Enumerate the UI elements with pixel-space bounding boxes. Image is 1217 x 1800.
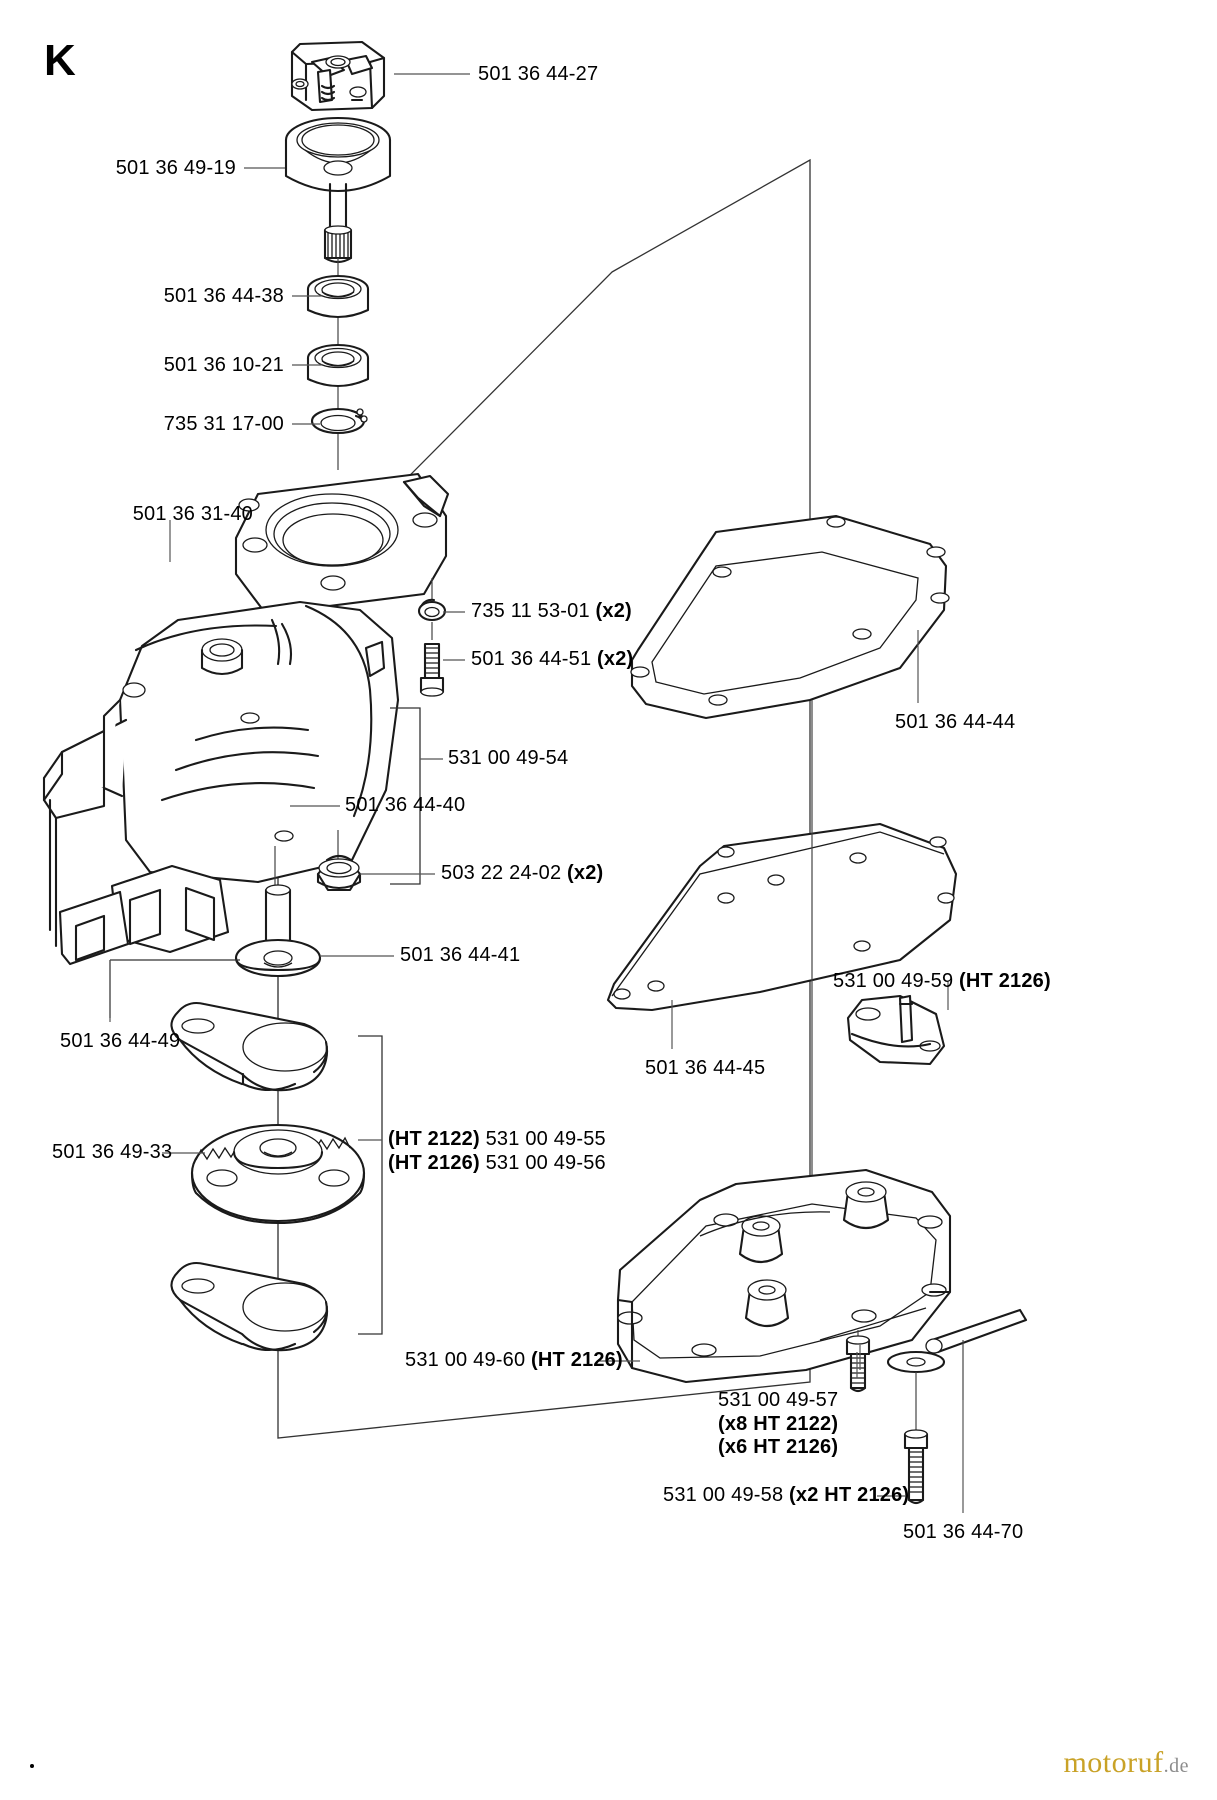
part-lever-arm-lower [170, 1261, 329, 1352]
part-number-label: 503 22 24-02 (x2) [441, 862, 603, 886]
part-variant-tag: (HT 2126) [388, 1151, 480, 1174]
assembly-bracket-gearset [358, 1035, 383, 1335]
part-number-label: 501 36 44-70 [903, 1521, 1023, 1545]
part-number: 501 36 49-33 [52, 1141, 173, 1163]
part-number: 501 36 44-27 [478, 63, 599, 85]
part-plate-middle [606, 822, 958, 1012]
part-number-label: 501 36 44-49 [60, 1030, 180, 1054]
part-number: 501 36 44-40 [345, 794, 466, 816]
part-number: 501 36 44-49 [60, 1030, 181, 1052]
part-number-label: 501 36 44-44 [895, 711, 1015, 735]
part-number-label: 501 36 44-27 [478, 63, 598, 87]
part-gasket-upper [630, 514, 950, 720]
part-variant-tag: (x8 HT 2122) [718, 1412, 839, 1435]
part-quantity: (x2) [591, 648, 634, 670]
part-number: 531 00 49-57 [718, 1389, 839, 1411]
part-screw-57 [845, 1330, 871, 1393]
part-number-label: 735 31 17-00 [164, 413, 284, 437]
part-number: 531 00 49-56 [479, 1151, 606, 1174]
assembly-bracket-531004954 [390, 707, 421, 885]
part-quantity: (HT 2126) [953, 970, 1051, 992]
part-number-label: 531 00 49-60 (HT 2126) [405, 1349, 623, 1373]
part-bearing-lower [306, 343, 370, 387]
part-number: 531 00 49-54 [448, 747, 569, 769]
part-pinion-splines [323, 225, 353, 264]
part-clutch-drum [284, 116, 392, 264]
part-number-label-multiline: 531 00 49-57(x8 HT 2122)(x6 HT 2126) [718, 1389, 838, 1460]
part-variant-tag: (HT 2122) [388, 1128, 480, 1150]
part-number-label-line: (x6 HT 2126) [718, 1436, 838, 1460]
part-flat-washer [234, 938, 322, 978]
section-letter: K [44, 36, 76, 85]
part-rod [925, 1308, 1028, 1354]
watermark: motoruf.de [1063, 1746, 1189, 1780]
part-number-label: 531 00 49-58 (x2 HT 2126) [663, 1484, 909, 1508]
corner-dot [30, 1764, 34, 1768]
part-number: 501 36 44-38 [163, 285, 284, 307]
part-number: 501 36 10-21 [163, 354, 284, 376]
part-quantity: (x2 HT 2126) [783, 1484, 910, 1506]
part-number: 501 36 49-19 [115, 157, 236, 179]
part-number-label: 531 00 49-59 (HT 2126) [833, 970, 1051, 994]
part-number: 501 36 44-41 [400, 944, 521, 966]
part-spring-washer [417, 578, 447, 622]
part-number-label-multiline: (HT 2122) 531 00 49-55(HT 2126) 531 00 4… [388, 1128, 606, 1175]
part-number-label-line: (HT 2126) 531 00 49-56 [388, 1152, 606, 1176]
part-number: 531 00 49-58 [663, 1484, 784, 1506]
part-number-label: 501 36 10-21 [164, 354, 284, 378]
part-number-label: 501 36 49-33 [52, 1141, 172, 1165]
part-number-label: 501 36 44-38 [164, 285, 284, 309]
part-lever-arm-upper [170, 1001, 329, 1092]
part-quantity: (x2) [561, 862, 604, 884]
part-number-label: 531 00 49-54 [448, 747, 568, 771]
part-variant-tag: (x6 HT 2126) [718, 1436, 839, 1459]
part-number-label: 735 11 53-01 (x2) [471, 600, 632, 624]
part-number: 501 36 44-45 [645, 1057, 766, 1079]
part-number-label-line: (HT 2122) 531 00 49-55 [388, 1128, 606, 1152]
watermark-tld: .de [1163, 1755, 1189, 1777]
part-number-label: 501 36 44-41 [400, 944, 520, 968]
part-circlip [310, 407, 368, 435]
part-gear-cover [616, 1168, 952, 1384]
part-number: 503 22 24-02 [441, 862, 562, 884]
watermark-main: motoruf [1063, 1746, 1164, 1779]
part-clutch-carrier [290, 40, 386, 112]
part-number-label: 501 36 44-40 [345, 794, 465, 818]
part-quantity: (x2) [589, 600, 632, 622]
part-small-bracket [846, 994, 946, 1066]
part-number-label-line: 531 00 49-57 [718, 1389, 838, 1413]
part-number: 501 36 31-40 [132, 503, 253, 525]
part-number-label: 501 36 44-51 (x2) [471, 648, 633, 672]
part-number: 735 11 53-01 [471, 600, 590, 622]
part-screw-58 [903, 1372, 929, 1505]
leader-lines [109, 73, 964, 1513]
part-number-label: 501 36 31-40 [133, 503, 253, 527]
part-number: 531 00 49-59 [833, 970, 954, 992]
part-spur-gear [190, 1123, 366, 1225]
part-number: 531 00 49-55 [479, 1128, 606, 1150]
part-gear-housing [42, 472, 450, 966]
part-lock-nut [316, 830, 362, 892]
part-number: 531 00 49-60 [405, 1349, 526, 1371]
part-number: 501 36 44-44 [895, 711, 1016, 733]
part-number-label: 501 36 49-19 [116, 157, 236, 181]
part-bearing-upper [306, 274, 370, 318]
part-quantity: (HT 2126) [525, 1349, 623, 1371]
part-number: 735 31 17-00 [163, 413, 284, 435]
part-number: 501 36 44-51 [471, 648, 592, 670]
part-screw-housing [419, 622, 445, 697]
part-number: 501 36 44-70 [903, 1521, 1024, 1543]
part-number-label: 501 36 44-45 [645, 1057, 765, 1081]
part-rod-washer [886, 1350, 946, 1374]
part-number-label-line: (x8 HT 2122) [718, 1413, 838, 1437]
